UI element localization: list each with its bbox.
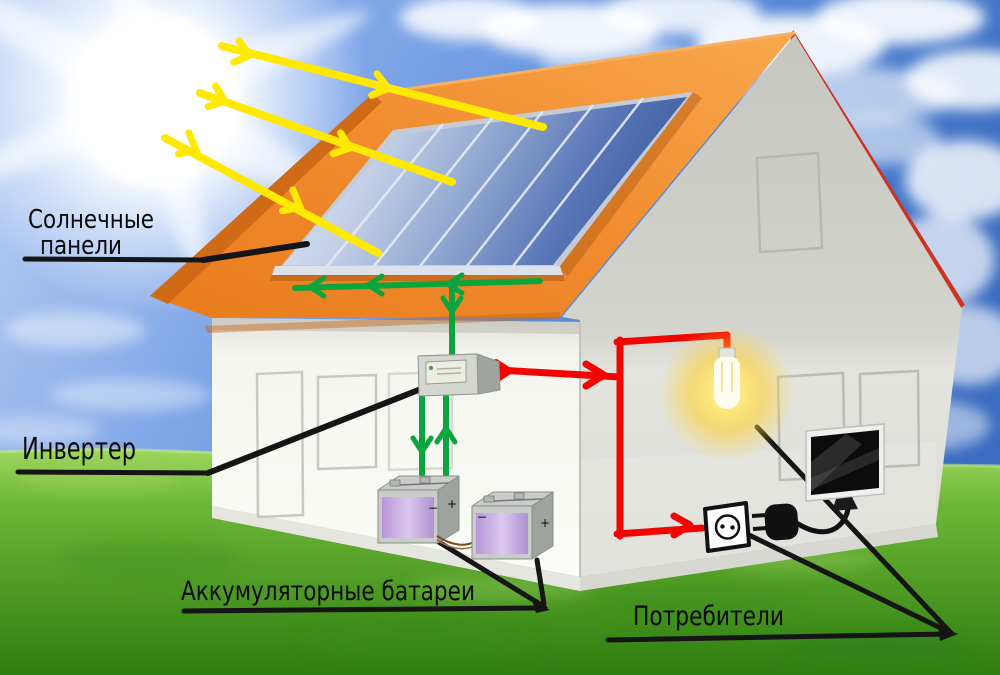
tv-screen [811,430,879,495]
window-outline-left-1 [316,373,378,471]
inverter-box [417,353,501,397]
battery-plus-mark: + [540,516,550,530]
tv-stand [832,497,858,511]
label-solar-panels-line2: панели [40,231,122,261]
foundation [580,524,938,591]
attic-window-outline [755,151,824,254]
sun-rays [161,37,547,257]
label-consumers: Потребители [633,601,784,632]
tv [805,423,885,511]
batteries-pointer [181,538,550,614]
label-inverter: Инвертер [22,432,136,467]
solar-panels-pointer [22,241,310,263]
door-outline [255,370,305,519]
inverter-pointer [15,386,424,476]
label-batteries: Аккумуляторные батареи [181,576,475,607]
battery-1: − + [377,475,460,544]
label-solar-panels-line1: Солнечные [28,205,154,235]
battery-minus-mark: − [428,501,438,515]
battery-minus-mark: − [477,510,487,524]
consumers-pointer [605,424,958,643]
battery-plus-mark: + [447,497,457,511]
labels: Солнечные панели Инвертер Аккумуляторные… [22,205,784,632]
sun-ray-arrowheads [175,37,394,215]
wall-socket [703,501,751,553]
pointer-lines [15,241,958,643]
power-plug [751,492,852,541]
battery-2: − + [471,491,554,560]
light-bulb [659,325,795,461]
solar-panel [270,92,702,281]
